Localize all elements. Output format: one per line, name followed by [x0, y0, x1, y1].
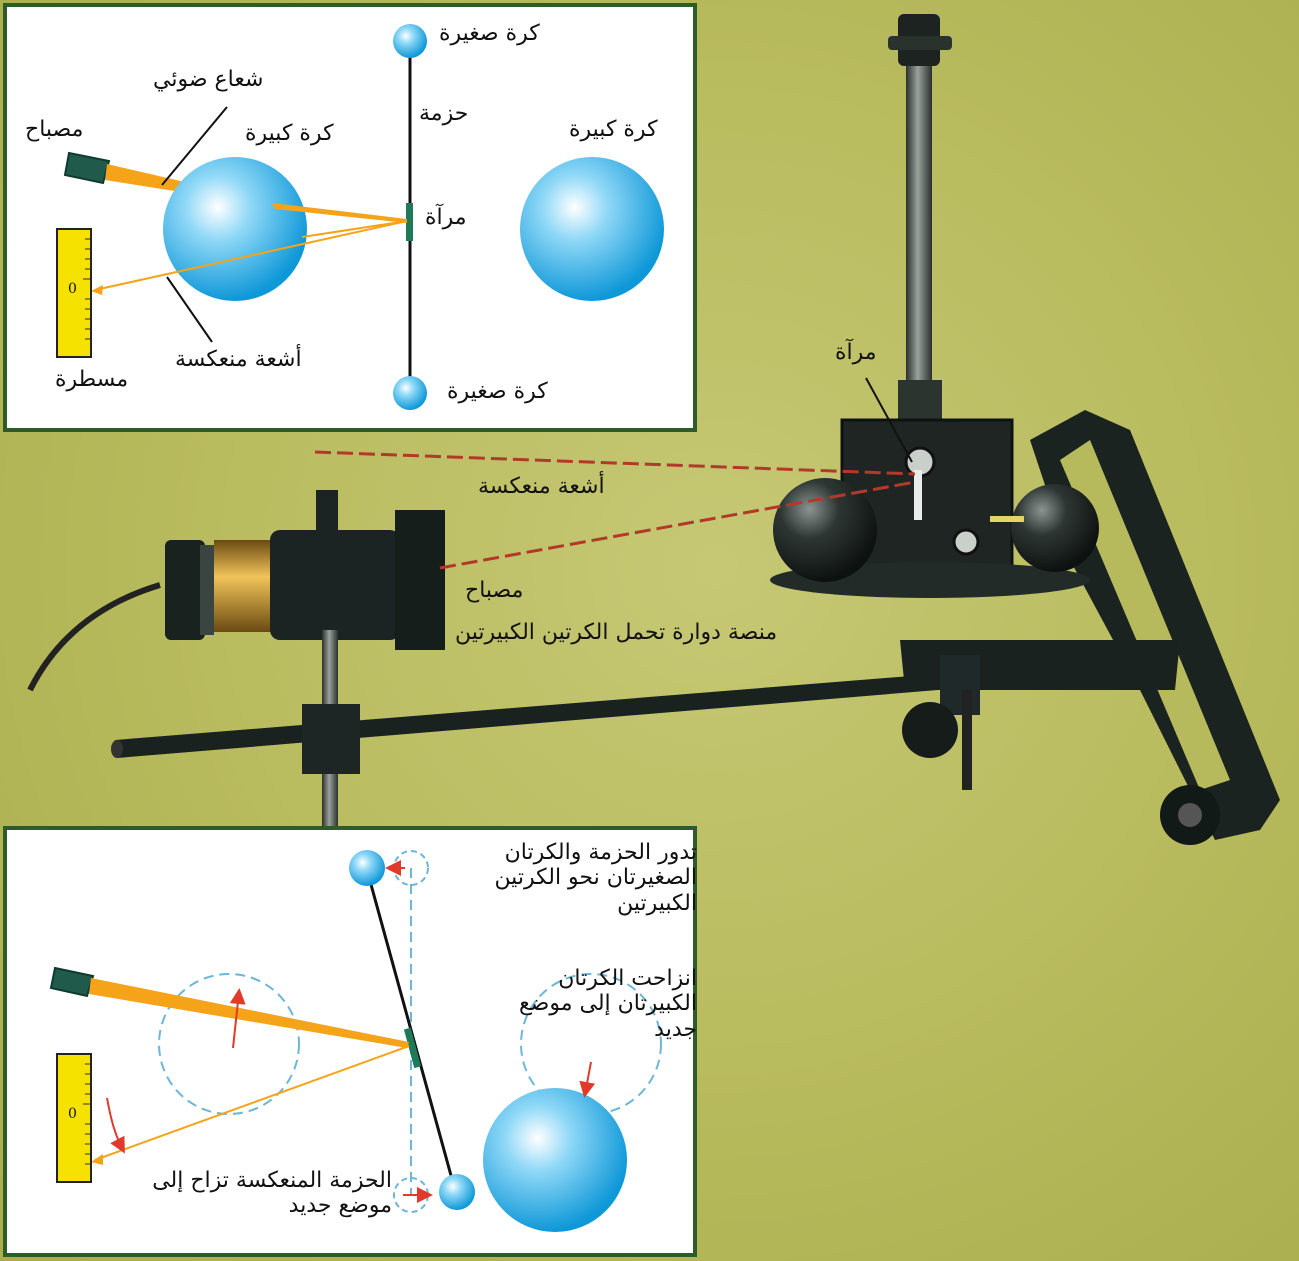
beam-shifted-label: الحزمة المنعكسة تزاح إلى موضع جديد: [152, 1168, 392, 1219]
ruler-zero-label-bottom: 0: [68, 1106, 77, 1122]
top-diagram-panel: 0 كرة صغيرة شعاع ضوئي مصباح كرة كبيرة حز…: [3, 3, 697, 432]
lamp-icon-bottom: [49, 966, 95, 998]
small-sphere-bottom-new: [439, 1174, 475, 1210]
photo-ray-lower: [439, 480, 916, 570]
ruler: [56, 228, 92, 358]
reflected-rays-label: أشعة منعكسة: [175, 347, 302, 372]
arrow-beam-shift: [106, 1097, 125, 1154]
lamp-icon: [63, 151, 111, 185]
mirror-label: مرآة: [425, 205, 467, 230]
original-large-sphere-right: [520, 973, 662, 1115]
arrow-right-sphere: [579, 1061, 596, 1098]
large-sphere-right-label: كرة كبيرة: [569, 117, 658, 142]
incident-beam: [105, 164, 189, 193]
support-rod: [115, 672, 962, 758]
torsion-rod-label: حزمة: [419, 101, 469, 126]
reflected-ray-lower: [94, 220, 408, 291]
fibre-column: [906, 60, 932, 420]
mirror-new: [403, 1027, 422, 1069]
small-sphere-bottom-label: كرة صغيرة: [447, 379, 548, 404]
photo-large-sphere-right: [1011, 484, 1099, 572]
photo-reflected-rays-label: أشعة منعكسة: [478, 474, 605, 499]
photo-mirror-label: مرآة: [835, 340, 877, 365]
photo-large-sphere-left: [773, 478, 877, 582]
rod-clamp: [302, 704, 360, 774]
large-sphere-right: [520, 157, 664, 301]
large-sphere-left-label: كرة كبيرة: [245, 121, 334, 146]
lamp-label: مصباح: [25, 117, 84, 142]
small-sphere-top-label: كرة صغيرة: [439, 21, 540, 46]
top-diagram: [56, 24, 664, 410]
bottom-diagram-panel: 0 تدور الحزمة والكرتان الصغيرتان نحو الك…: [3, 826, 697, 1257]
original-large-sphere-left: [158, 973, 300, 1115]
photo-platform-label: منصة دوارة تحمل الكرتين الكبيرتين: [455, 620, 778, 645]
reflected-ray-upper: [301, 220, 408, 238]
mirror: [406, 203, 413, 241]
small-sphere-top-new: [349, 850, 385, 886]
lamp-brass: [214, 540, 274, 632]
light-ray-label: شعاع ضوئي: [153, 67, 264, 92]
reflected-ray-shifted: [94, 1045, 410, 1161]
lamp-cable: [27, 582, 161, 692]
ruler-bottom: [56, 1053, 92, 1183]
lamp-body: [270, 530, 400, 640]
large-sphere-new: [483, 1088, 627, 1232]
photo-lamp-label: مصباح: [465, 578, 524, 603]
ruler-label: مسطرة: [55, 367, 129, 392]
photo-ray-upper: [314, 450, 916, 476]
bottom-diagram: [49, 850, 662, 1232]
small-sphere-bottom: [393, 376, 427, 410]
spheres-moved-label: انزاحت الكرتان الكبيرتان إلى موضع جديد: [518, 966, 697, 1042]
small-sphere-top: [393, 24, 427, 58]
ruler-zero-label: 0: [68, 281, 77, 297]
large-sphere-left: [163, 157, 307, 301]
arrow-left-sphere: [229, 988, 246, 1049]
rod-rotates-label: تدور الحزمة والكرتان الصغيرتان نحو الكرت…: [494, 840, 697, 916]
reflected-ray-upper-bottom: [301, 1024, 410, 1047]
